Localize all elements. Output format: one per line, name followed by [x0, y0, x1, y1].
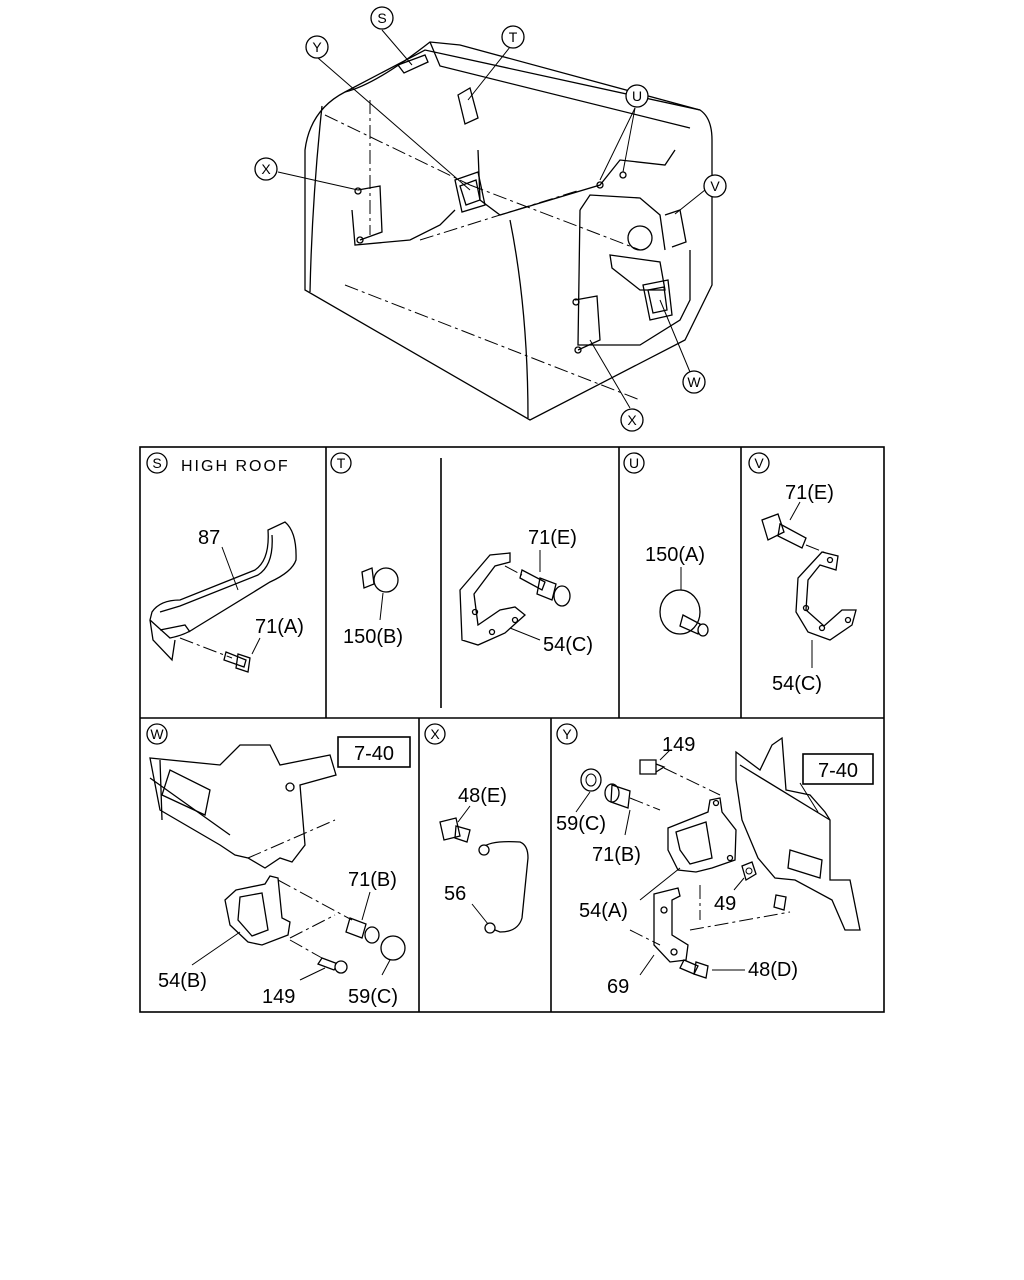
part-87: 87 — [198, 527, 220, 549]
part-149-w: 149 — [262, 986, 295, 1008]
part-54c-t: 54(C) — [543, 634, 593, 656]
part-49: 49 — [714, 893, 736, 915]
part-48e: 48(E) — [458, 785, 507, 807]
cab-overview: S T Y X U V W X — [254, 6, 727, 432]
bolt-icon — [504, 565, 571, 607]
callout-s: S — [377, 10, 386, 26]
bracket-icon — [795, 551, 857, 641]
panel-w-letter: W — [150, 726, 164, 742]
cap-icon — [580, 768, 602, 792]
grab-handle-icon — [354, 54, 687, 354]
part-54a: 54(A) — [579, 900, 628, 922]
panel-t: T 150(B) 71(E) 54(C) — [330, 452, 593, 656]
panel-u: U 150(A) — [623, 452, 709, 637]
part-71e-t: 71(E) — [528, 527, 577, 549]
part-54c-v: 54(C) — [772, 673, 822, 695]
callout-u: U — [632, 88, 642, 104]
cab-outline-icon — [304, 41, 713, 421]
part-149-y: 149 — [662, 734, 695, 756]
bracket-icon — [224, 875, 353, 946]
panel-x-letter: X — [430, 726, 440, 742]
grab-handle-icon — [478, 840, 529, 934]
panel-y-letter: Y — [562, 726, 572, 742]
bolt-icon — [179, 637, 251, 673]
part-56: 56 — [444, 883, 466, 905]
part-71e-v: 71(E) — [785, 482, 834, 504]
bolt-icon — [679, 959, 709, 979]
bracket-icon — [667, 797, 737, 873]
panel-s: S HIGH ROOF 87 71(A) — [146, 452, 304, 673]
bracket-icon — [459, 552, 527, 646]
bracket-icon — [735, 736, 861, 931]
panel-t-letter: T — [337, 455, 346, 471]
callout-v: V — [710, 178, 720, 194]
bolt-icon — [439, 817, 471, 843]
panel-s-title: HIGH ROOF — [181, 458, 290, 475]
panel-y: Y 7-40 149 59(C) 71(B) — [556, 723, 874, 998]
callout-w: W — [687, 374, 701, 390]
bolt-icon — [639, 759, 721, 796]
bolt-icon — [761, 513, 827, 554]
grab-handle-icon — [149, 521, 297, 662]
panel-v: V 71(E) 54(C) — [748, 452, 857, 695]
clip-icon — [361, 567, 399, 593]
part-71b-y: 71(B) — [592, 844, 641, 866]
ref-7-40-y: 7-40 — [818, 760, 858, 782]
panel-s-letter: S — [152, 455, 161, 471]
panel-u-letter: U — [629, 455, 639, 471]
part-150a: 150(A) — [645, 544, 705, 566]
nut-icon — [741, 861, 757, 881]
part-59c-y: 59(C) — [556, 813, 606, 835]
bracket-icon — [149, 744, 337, 869]
bolt-icon — [345, 917, 380, 944]
part-150b: 150(B) — [343, 626, 403, 648]
part-71a: 71(A) — [255, 616, 304, 638]
panel-v-letter: V — [754, 455, 764, 471]
part-71b-w: 71(B) — [348, 869, 397, 891]
callout-y: Y — [312, 39, 322, 55]
panel-x: X 48(E) 56 — [424, 723, 529, 934]
part-48d: 48(D) — [748, 959, 798, 981]
ref-7-40-w: 7-40 — [354, 743, 394, 765]
panel-w: W 7-40 71(B) 54(B) — [146, 723, 411, 1008]
cap-icon — [380, 935, 406, 961]
bolt-icon — [289, 939, 348, 974]
callout-t: T — [509, 29, 518, 45]
detail-grid — [139, 446, 885, 1013]
callout-x-left: X — [261, 161, 271, 177]
part-69: 69 — [607, 976, 629, 998]
bracket-icon — [653, 887, 689, 963]
part-54b: 54(B) — [158, 970, 207, 992]
clip-icon — [659, 589, 709, 637]
callout-x-right: X — [627, 412, 637, 428]
bolt-icon — [604, 783, 661, 811]
part-59c-w: 59(C) — [348, 986, 398, 1008]
